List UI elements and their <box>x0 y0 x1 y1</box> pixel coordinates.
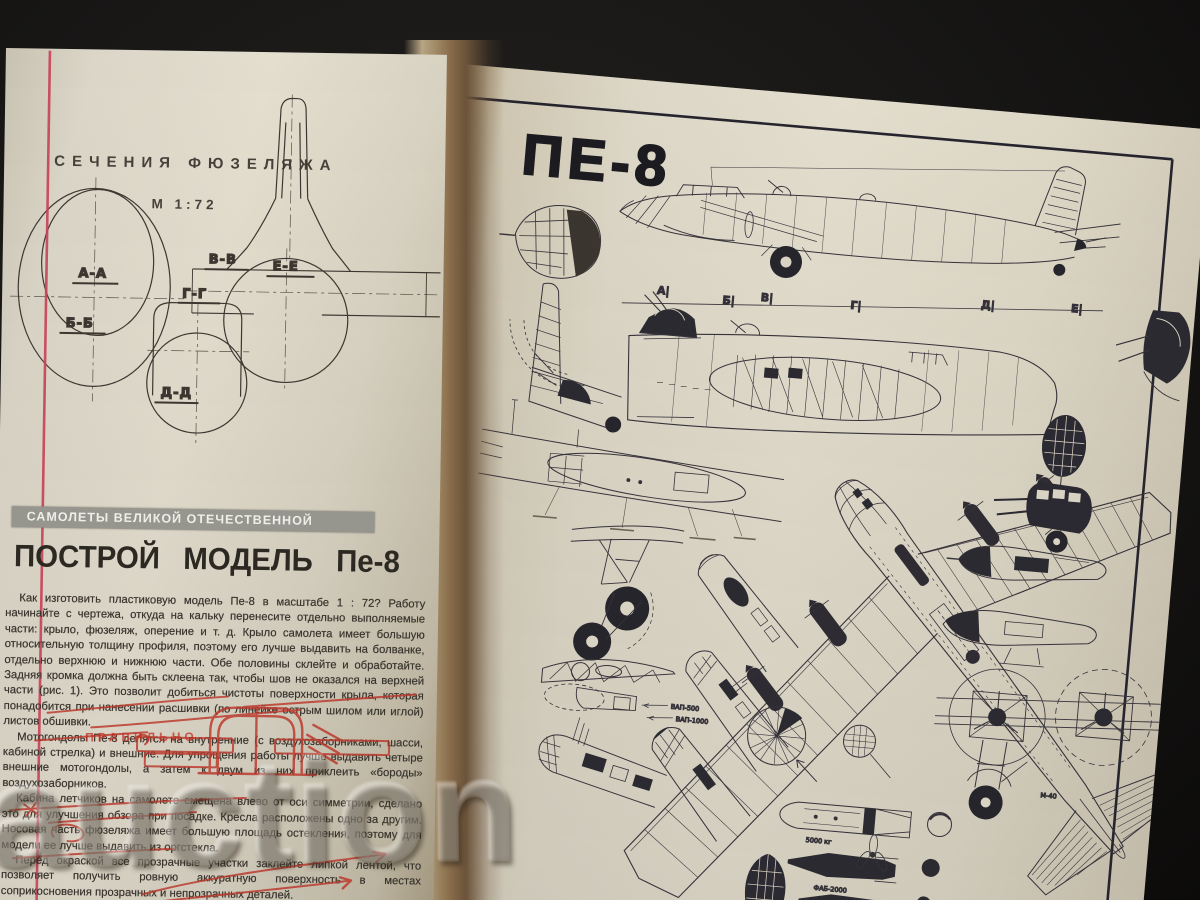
side-view-top <box>619 166 1121 278</box>
section-aa-bb: А-А Б-Б <box>17 187 171 388</box>
nose-plan-fragment <box>538 717 667 808</box>
bomb-details: 5000 кг ФАБ-2000 ФАБ-1000 <box>779 801 953 900</box>
red-pen-annotations <box>9 693 417 900</box>
engine-front-view: М-40 <box>934 668 1177 820</box>
wing-truss-vap-detail: ВАП-500 ВАП-1000 <box>540 659 709 726</box>
svg-text:Б-Б: Б-Б <box>66 316 94 331</box>
section-marks: А| Б| В| Г| Д| Е| <box>621 283 1103 316</box>
section-gg-dd: Г-Г Д-Д <box>146 286 248 434</box>
svg-text:Д-Д: Д-Д <box>160 385 192 400</box>
svg-text:В|: В| <box>760 291 773 305</box>
red-canopy-sketch <box>197 706 345 777</box>
tail-turret-side-detail <box>993 482 1092 553</box>
svg-text:Д|: Д| <box>980 298 995 312</box>
svg-text:Е|: Е| <box>1070 302 1083 316</box>
svg-text:Г-Г: Г-Г <box>182 287 207 302</box>
pe8-blueprint: А| Б| В| Г| Д| Е| <box>399 95 1191 900</box>
landing-gear-detail <box>570 525 685 661</box>
nacelle-side-detail-2 <box>942 610 1097 668</box>
dorsal-turret-detail <box>639 291 698 339</box>
tail-turret-detail <box>1115 310 1191 402</box>
svg-text:ВАП-1000: ВАП-1000 <box>675 715 708 726</box>
svg-text:ФАБ-2000: ФАБ-2000 <box>813 884 847 895</box>
svg-text:А-А: А-А <box>78 266 107 281</box>
red-margin-line-lower <box>35 508 45 900</box>
svg-text:5000 кг: 5000 кг <box>805 836 832 846</box>
fuselage-sections-drawing: А-А Б-Б В-В Е-Е Г- <box>10 50 441 507</box>
svg-text:В-В: В-В <box>209 252 237 267</box>
svg-text:Б|: Б| <box>722 294 735 308</box>
ball-turret-detail <box>747 706 818 782</box>
right-page: ПЕ-8 <box>387 64 1200 900</box>
svg-text:Е-Е: Е-Е <box>272 259 298 274</box>
canopy-detail <box>478 399 785 541</box>
teardrop-pod-detail <box>744 853 786 900</box>
red-margin-line <box>41 50 52 507</box>
svg-text:А|: А| <box>656 284 670 298</box>
nose-fragment-1 <box>697 554 799 673</box>
side-view-cutaway <box>509 282 1058 436</box>
nose-fragment-2 <box>685 650 789 772</box>
left-page: СЕЧЕНИЯ ФЮЗЕЛЯЖА М 1:72 А-А Б-Б <box>0 48 447 900</box>
hatched-rosette <box>842 724 891 779</box>
svg-text:М-40: М-40 <box>1040 791 1057 800</box>
nose-glazing-detail <box>499 205 601 279</box>
section-ee-vv: В-В Е-Е <box>191 97 441 384</box>
nose-fragment-3 <box>651 726 751 842</box>
handwritten-note: ПРАВИЛЬНО <box>85 729 198 745</box>
nacelle-side-detail-1 <box>946 545 1107 581</box>
svg-text:Г|: Г| <box>850 299 862 313</box>
propeller-sketch <box>856 834 888 872</box>
svg-text:ВАП-500: ВАП-500 <box>670 703 699 713</box>
